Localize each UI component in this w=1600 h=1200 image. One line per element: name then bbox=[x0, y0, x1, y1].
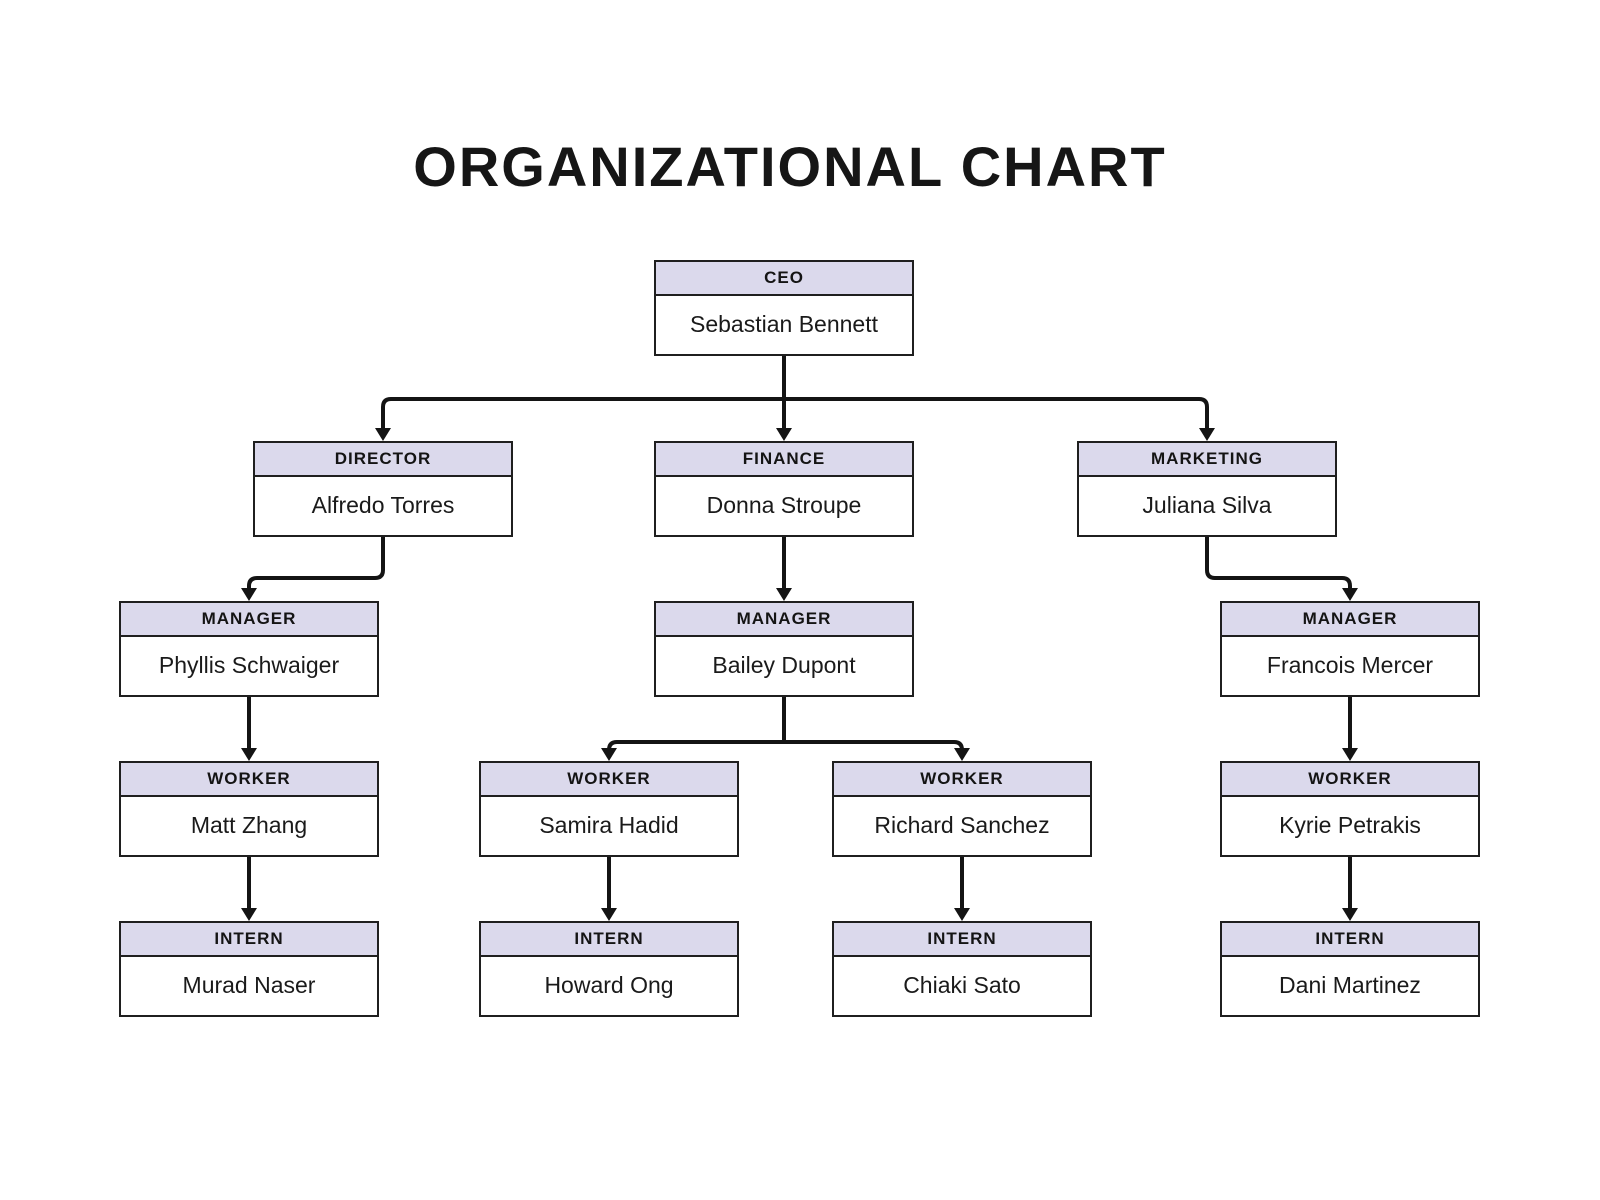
role-label: WORKER bbox=[834, 763, 1090, 797]
role-label: INTERN bbox=[834, 923, 1090, 957]
org-node-manager-finance: MANAGER Bailey Dupont bbox=[654, 601, 914, 697]
role-label: INTERN bbox=[121, 923, 377, 957]
org-node-intern-marketing: INTERN Dani Martinez bbox=[1220, 921, 1480, 1017]
role-label: MANAGER bbox=[1222, 603, 1478, 637]
role-label: MANAGER bbox=[656, 603, 912, 637]
arrowhead bbox=[241, 748, 257, 761]
role-label: WORKER bbox=[1222, 763, 1478, 797]
person-name: Donna Stroupe bbox=[706, 491, 862, 518]
arrowhead bbox=[601, 748, 617, 761]
org-node-intern-finance-2: INTERN Chiaki Sato bbox=[832, 921, 1092, 1017]
arrowhead bbox=[241, 588, 257, 601]
arrowhead bbox=[601, 908, 617, 921]
org-node-director: DIRECTOR Alfredo Torres bbox=[253, 441, 513, 537]
person-name: Bailey Dupont bbox=[712, 651, 856, 678]
person-name: Phyllis Schwaiger bbox=[158, 651, 340, 678]
arrowhead bbox=[776, 428, 792, 441]
person-name: Samira Hadid bbox=[539, 811, 679, 838]
org-node-marketing: MARKETING Juliana Silva bbox=[1077, 441, 1337, 537]
arrowhead bbox=[1342, 588, 1358, 601]
org-node-intern-director: INTERN Murad Naser bbox=[119, 921, 379, 1017]
org-node-worker-finance-2: WORKER Richard Sanchez bbox=[832, 761, 1092, 857]
role-label: DIRECTOR bbox=[255, 443, 511, 477]
role-label: FINANCE bbox=[656, 443, 912, 477]
org-node-ceo: CEO Sebastian Bennett bbox=[654, 260, 914, 356]
role-label: INTERN bbox=[1222, 923, 1478, 957]
org-node-intern-finance-1: INTERN Howard Ong bbox=[479, 921, 739, 1017]
connector-director-manager bbox=[247, 537, 385, 592]
person-name: Richard Sanchez bbox=[874, 811, 1050, 838]
person-name: Kyrie Petrakis bbox=[1279, 811, 1421, 838]
person-name: Murad Naser bbox=[182, 971, 316, 998]
arrowhead bbox=[1342, 748, 1358, 761]
org-node-worker-director: WORKER Matt Zhang bbox=[119, 761, 379, 857]
person-name: Matt Zhang bbox=[190, 811, 308, 838]
person-name: Juliana Silva bbox=[1142, 491, 1272, 518]
arrowhead bbox=[375, 428, 391, 441]
arrowhead bbox=[241, 908, 257, 921]
person-name: Chiaki Sato bbox=[903, 971, 1021, 998]
role-label: WORKER bbox=[481, 763, 737, 797]
person-name: Howard Ong bbox=[544, 971, 674, 998]
org-node-finance: FINANCE Donna Stroupe bbox=[654, 441, 914, 537]
connector-marketing-manager bbox=[1205, 537, 1352, 592]
org-node-manager-marketing: MANAGER Francois Mercer bbox=[1220, 601, 1480, 697]
role-label: MANAGER bbox=[121, 603, 377, 637]
role-label: CEO bbox=[656, 262, 912, 296]
connector-ceo-branches bbox=[381, 397, 1209, 432]
chart-title: ORGANIZATIONAL CHART bbox=[413, 135, 1167, 198]
arrowhead bbox=[1342, 908, 1358, 921]
role-label: WORKER bbox=[121, 763, 377, 797]
person-name: Dani Martinez bbox=[1279, 971, 1421, 998]
role-label: INTERN bbox=[481, 923, 737, 957]
arrowhead bbox=[776, 588, 792, 601]
person-name: Alfredo Torres bbox=[311, 491, 455, 518]
arrowhead bbox=[954, 748, 970, 761]
person-name: Francois Mercer bbox=[1266, 651, 1434, 678]
connector-manager-split-bar bbox=[607, 740, 964, 752]
person-name: Sebastian Bennett bbox=[690, 310, 878, 337]
org-node-worker-marketing: WORKER Kyrie Petrakis bbox=[1220, 761, 1480, 857]
arrowhead bbox=[1199, 428, 1215, 441]
arrowhead bbox=[954, 908, 970, 921]
org-node-manager-director: MANAGER Phyllis Schwaiger bbox=[119, 601, 379, 697]
org-node-worker-finance-1: WORKER Samira Hadid bbox=[479, 761, 739, 857]
role-label: MARKETING bbox=[1079, 443, 1335, 477]
